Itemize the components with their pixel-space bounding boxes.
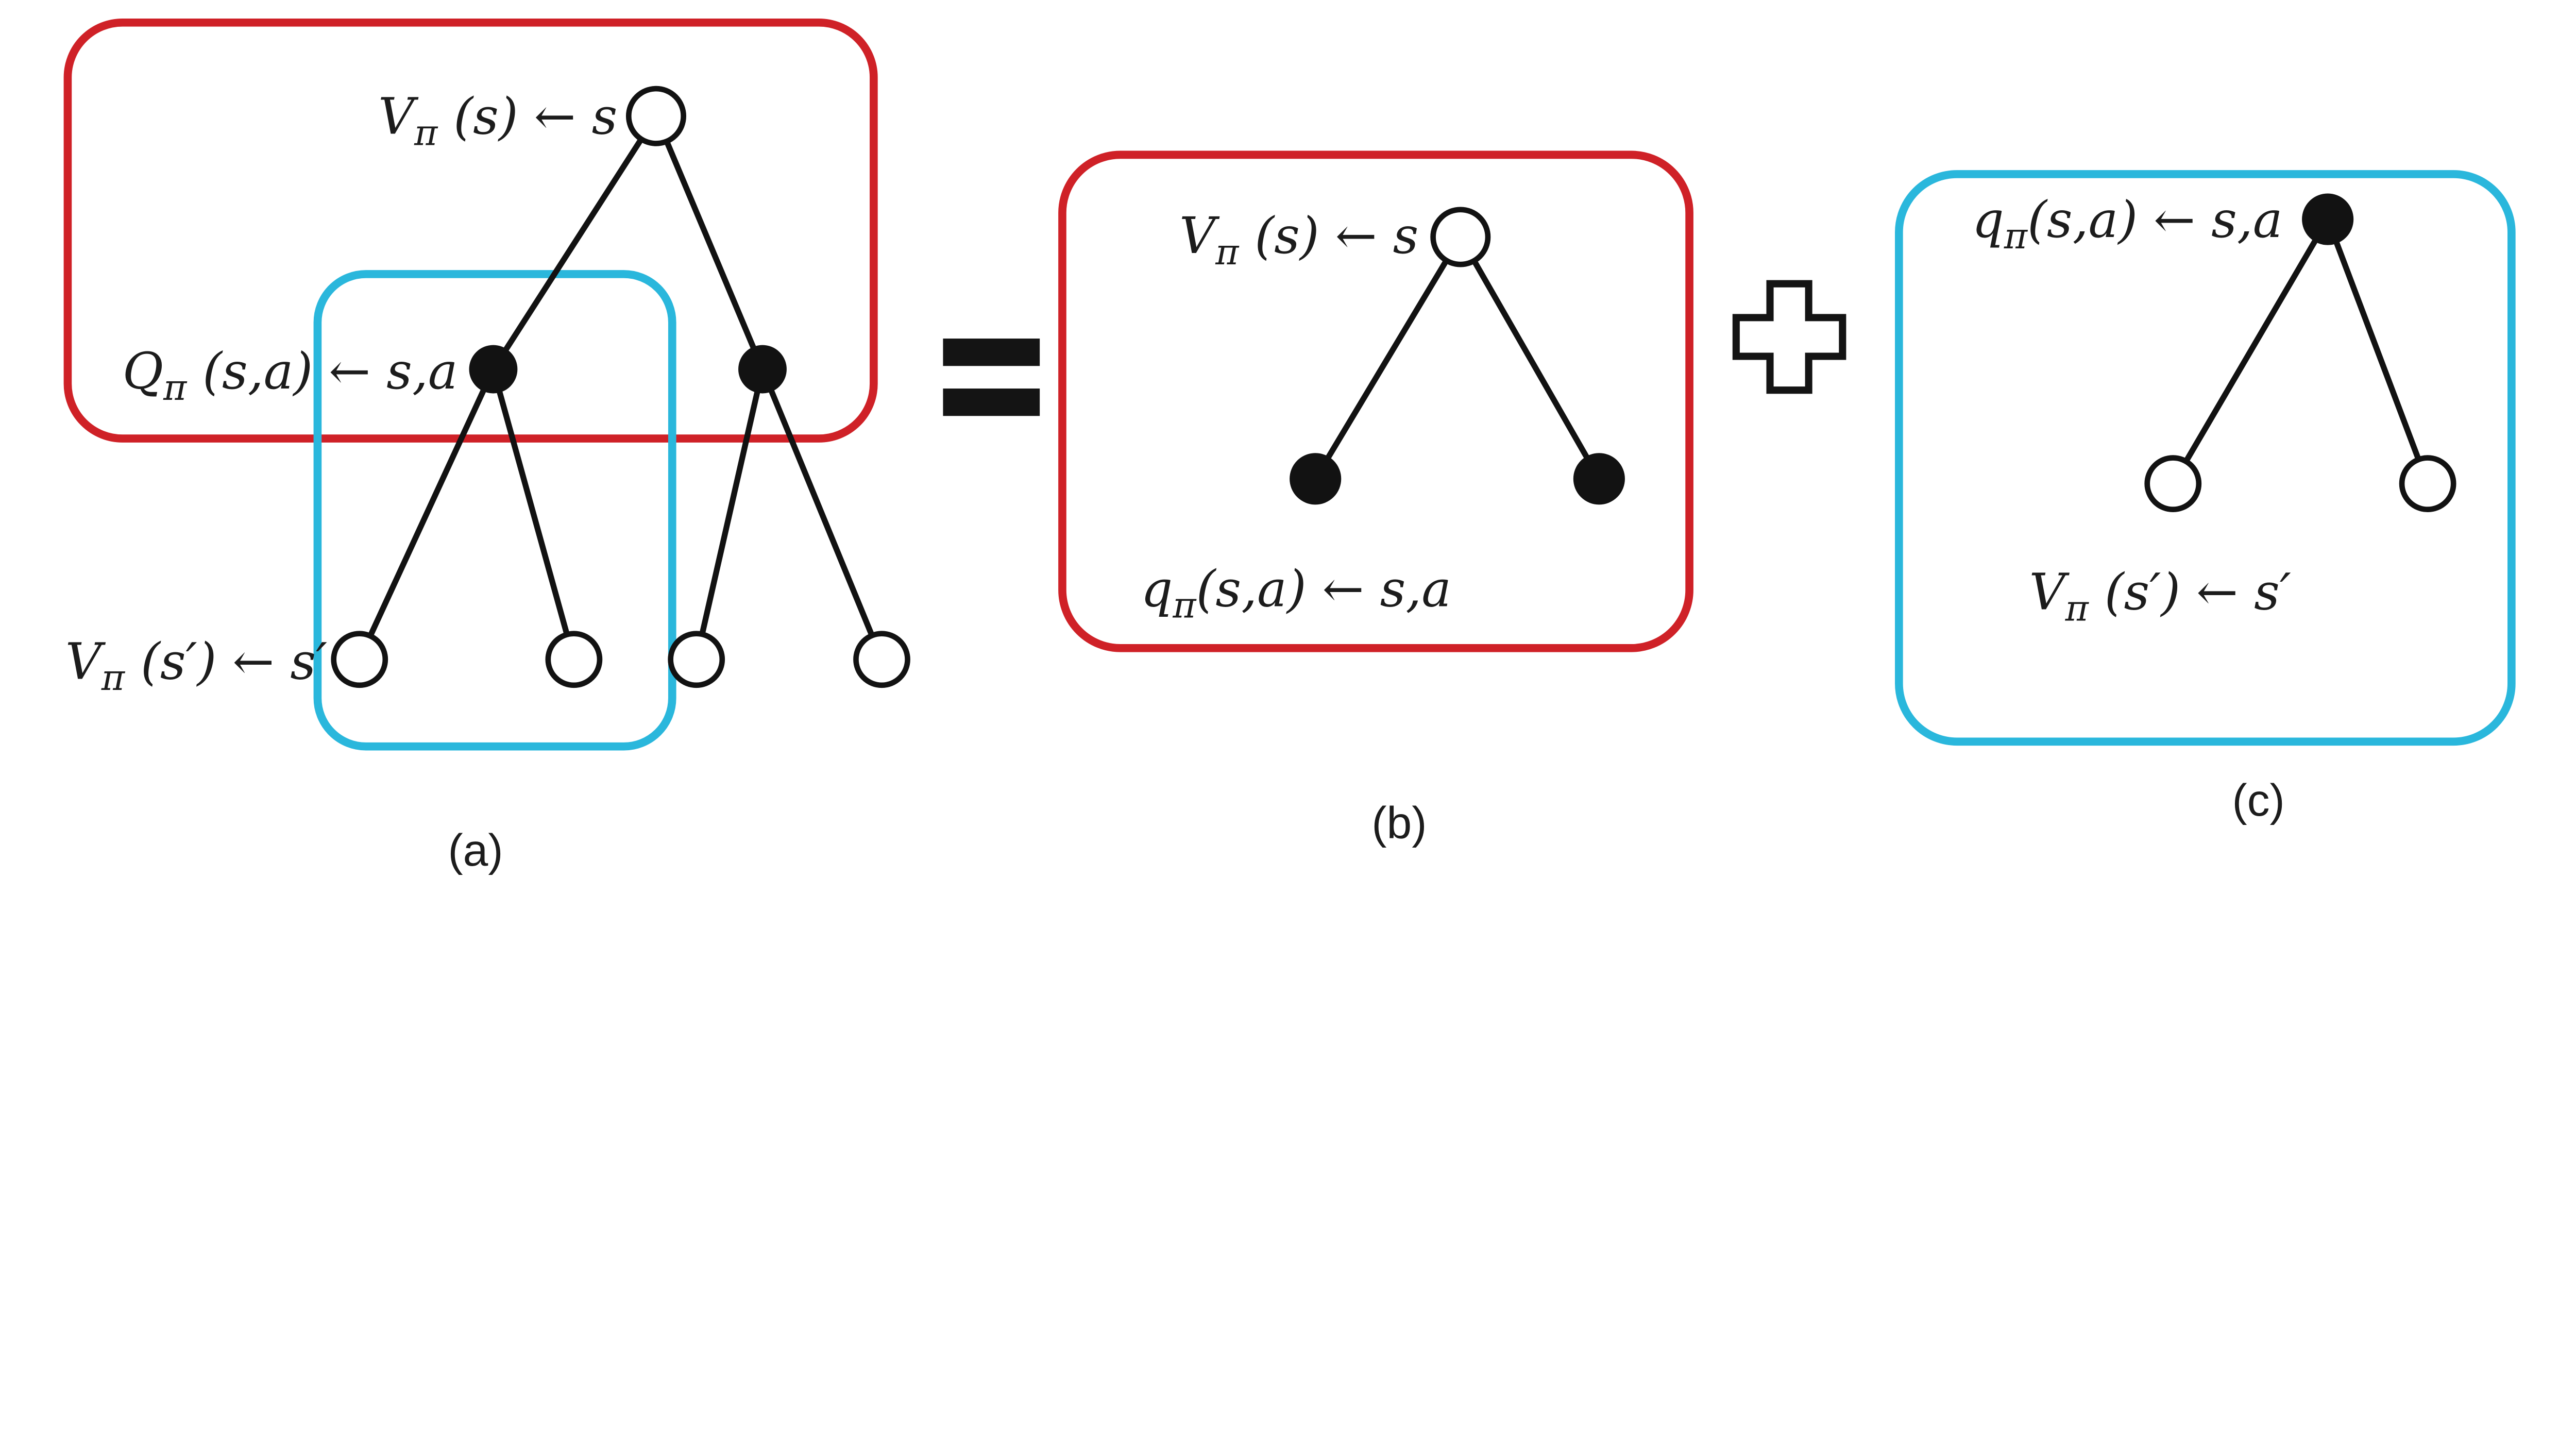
- figure-canvas: Vπ (s) ← s Qπ (s,a) ← s,a Vπ (s′) ← s′ (…: [63, 18, 2516, 876]
- label-part-base: q: [1141, 560, 1173, 618]
- caption-b: (b): [1371, 798, 1427, 848]
- plus-cross-shape: [1732, 280, 1846, 394]
- action-node-right-b: [1573, 453, 1625, 505]
- cyan-region-outline-c: [1895, 170, 2516, 746]
- label-part-rest: (s,a) ← s,a: [187, 342, 457, 400]
- state-node-leaf-left-c: [2144, 455, 2202, 513]
- label-q-pi-sa-c: qπ(s,a) ← s,a: [1972, 191, 2283, 257]
- label-part-rest: (s) ← s: [437, 88, 617, 146]
- edge-root-to-right-leaf-c: [2325, 216, 2431, 487]
- action-node-left-a: [469, 345, 518, 394]
- label-part-base: Q: [123, 342, 164, 400]
- label-q-pi-sa-a: Qπ (s,a) ← s,a: [123, 342, 458, 409]
- edge-root-to-left-action-b: [1312, 234, 1464, 482]
- red-region-outline-a: [63, 18, 878, 443]
- edge-right-action-to-leaf4: [759, 366, 885, 663]
- edge-root-to-left-action: [490, 113, 659, 373]
- caption-c: (c): [2232, 775, 2285, 825]
- label-part-sub: π: [1215, 232, 1240, 273]
- panel-a: Vπ (s) ← s Qπ (s,a) ← s,a Vπ (s′) ← s′ (…: [63, 18, 910, 875]
- edge-left-action-to-leaf2: [490, 366, 577, 663]
- equals-bar-top: [943, 339, 1040, 366]
- edge-left-action-to-leaf1: [357, 366, 497, 663]
- label-part-sub: π: [1172, 585, 1197, 626]
- action-node-left-b: [1290, 453, 1342, 505]
- red-region-outline-b: [1058, 150, 1693, 652]
- caption-a: (a): [448, 825, 503, 875]
- label-v-pi-sprime-c: Vπ (s′) ← s′: [2029, 563, 2291, 630]
- backup-diagram-figure: Vπ (s) ← s Qπ (s,a) ← s,a Vπ (s′) ← s′ (…: [63, 18, 2516, 875]
- label-part-sub: π: [163, 367, 188, 409]
- label-part-rest: (s) ← s: [1239, 207, 1418, 265]
- label-v-pi-s-b: Vπ (s) ← s: [1179, 207, 1418, 273]
- edge-root-to-left-leaf-c: [2170, 216, 2331, 487]
- state-node-root-a: [625, 86, 686, 146]
- label-v-pi-s-a: Vπ (s) ← s: [378, 88, 617, 154]
- label-part-base: q: [1972, 191, 2004, 249]
- label-part-sub: π: [414, 113, 438, 154]
- action-node-root-c: [2302, 193, 2354, 245]
- state-node-root-b: [1430, 207, 1491, 267]
- action-node-right-a: [738, 345, 787, 394]
- label-part-rest: (s,a) ← s,a: [1196, 560, 1451, 618]
- state-node-leaf2-a: [545, 631, 603, 688]
- label-part-rest: (s,a) ← s,a: [2027, 191, 2282, 249]
- label-part-sub: π: [101, 657, 126, 699]
- edge-right-action-to-leaf3: [693, 366, 766, 663]
- state-node-leaf-right-c: [2399, 455, 2456, 513]
- state-node-leaf1-a: [331, 631, 388, 688]
- equals-bar-bottom: [943, 389, 1040, 416]
- label-part-base: V: [378, 88, 419, 146]
- label-part-rest: (s′) ← s′: [2089, 563, 2291, 621]
- label-part-base: V: [2029, 563, 2070, 621]
- state-node-leaf3-a: [668, 631, 725, 688]
- label-q-pi-sa-b: qπ(s,a) ← s,a: [1141, 560, 1451, 626]
- panel-c: qπ(s,a) ← s,a Vπ (s′) ← s′ (c): [1895, 170, 2516, 825]
- label-part-base: V: [65, 632, 106, 690]
- state-node-leaf4-a: [853, 631, 910, 688]
- edge-root-to-right-action-b: [1458, 234, 1602, 482]
- label-part-sub: π: [2004, 216, 2028, 257]
- edge-root-to-right-action: [653, 113, 766, 373]
- plus-icon: [1732, 280, 1846, 394]
- equals-icon: [943, 339, 1040, 416]
- cyan-region-outline-a: [313, 270, 676, 751]
- panel-b: Vπ (s) ← s qπ(s,a) ← s,a (b): [1058, 150, 1693, 848]
- label-v-pi-sprime-a: Vπ (s′) ← s′: [65, 632, 327, 699]
- label-part-base: V: [1179, 207, 1220, 265]
- label-part-rest: (s′) ← s′: [125, 632, 327, 690]
- label-part-sub: π: [2065, 588, 2090, 630]
